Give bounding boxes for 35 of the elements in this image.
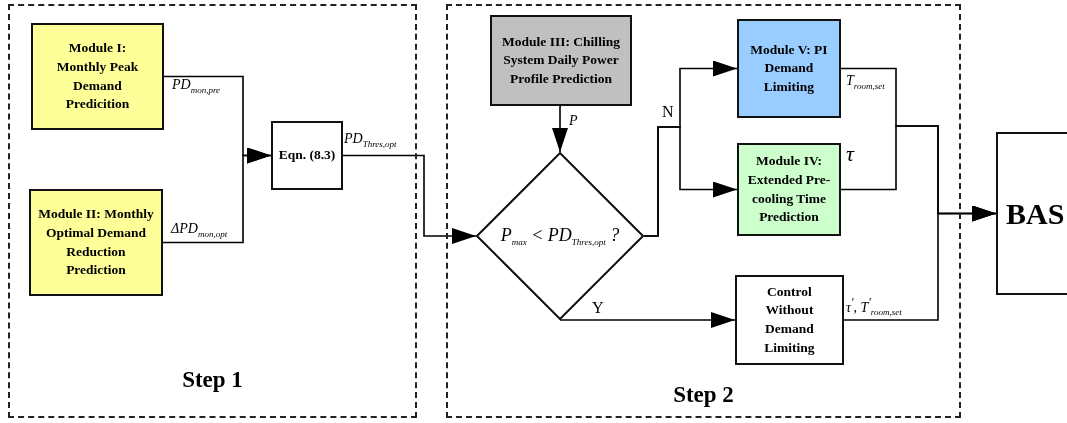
edge-label: P [569,114,578,128]
edge-label: T$_{room,set}$ [846,74,885,91]
box-text: Eqn. (8.3) [278,146,336,165]
edge-label: τ [846,143,854,165]
process-box [29,189,163,296]
process-box [271,121,343,190]
process-box [737,19,841,118]
box-text: Module IV: Extended Pre-cooling Time Prediction [746,152,832,227]
box-text: Module III: Chilling System Daily Power Profile Prediction [501,32,621,88]
process-box [490,15,632,106]
box-text: Module V: PI Demand Limiting [749,40,829,96]
edge-label: N [662,104,674,120]
edge-label: PD$_{Thres,opt}$ [344,132,397,149]
process-box [735,275,844,365]
arrow [342,154,477,244]
process-box [996,132,1067,295]
process-box [737,143,841,236]
dashed-panel [8,4,417,418]
arrow [552,105,568,153]
dashed-panel [446,4,961,418]
box-text: Module I: Monthly Peak Demand Predicition [55,39,140,114]
edge-label: ΔPD$_{mon,opt}$ [171,222,228,239]
box-text: BAS [1006,195,1065,232]
arrow [559,312,736,328]
box-text: Control Without Demand Limiting [763,282,816,357]
edge-label: PD$_{mon,pre}$ [172,78,221,95]
step-heading: Step 2 [672,382,735,408]
condition-text: P$_{max}$ < PD$_{Thres,opt}$ ? [499,224,621,248]
arrow [162,147,272,244]
arrow [643,126,738,237]
box-text: Module II: Monthly Optimal Demand Reduction Prediction [37,205,155,280]
edge-label: Y [592,300,604,316]
step-heading: Step 1 [181,367,244,393]
process-box [31,23,164,130]
arrow [843,205,997,321]
